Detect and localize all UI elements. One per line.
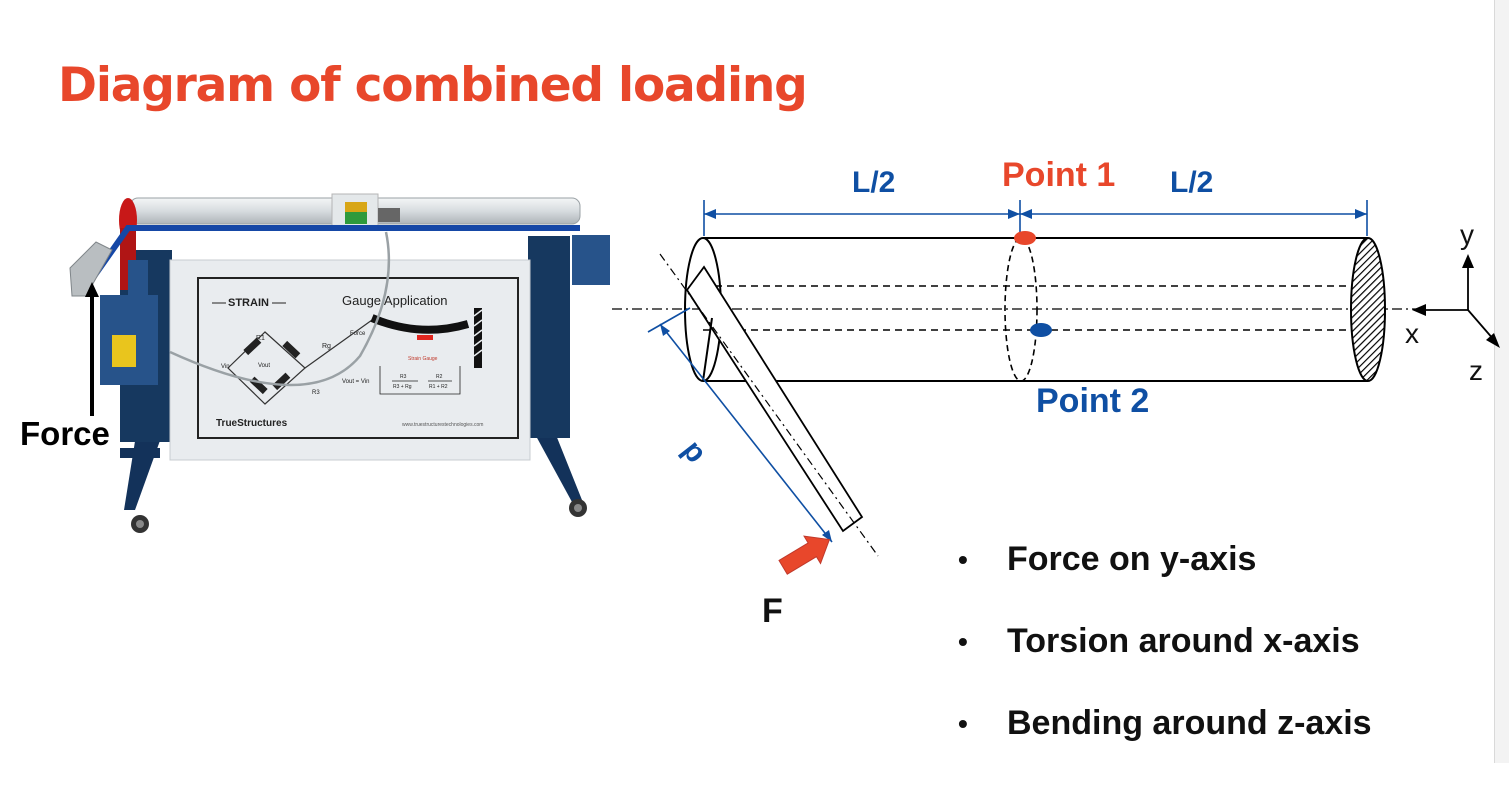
f-label: F <box>762 592 783 630</box>
resistor-r3-label: R3 <box>312 390 320 396</box>
formula-bottom-2: R1 + R2 <box>429 384 448 390</box>
vout-label: Vout <box>258 363 270 369</box>
website-label: www.truestructurestechnologies.com <box>402 422 483 428</box>
sensor-cable <box>169 231 391 387</box>
lever-arm <box>69 241 113 297</box>
formula-top-2: R2 <box>436 374 443 380</box>
formula-label: Vout = Vin <box>342 379 369 385</box>
point-2-label: Point 2 <box>1036 382 1149 420</box>
dimension-d <box>659 323 833 543</box>
brand-label: TrueStructures <box>216 418 288 429</box>
force-small-label: Force <box>350 331 366 337</box>
dimension-left-label: L/2 <box>852 166 895 199</box>
point-1-marker <box>1014 231 1036 245</box>
axis-x-label: x <box>1405 318 1419 349</box>
dimension-right-label: L/2 <box>1170 166 1213 199</box>
strain-gauge-small-label: Strain Gauge <box>408 356 438 362</box>
point-2-marker <box>1030 323 1052 337</box>
bullet-text: Force on y-axis <box>1007 540 1257 578</box>
bullet-dot: • <box>958 708 968 739</box>
formula-bottom-1: R3 + Rg <box>393 384 412 390</box>
d-label: d <box>673 436 710 471</box>
apparatus-photo: STRAIN Gauge Application R1 Rg R3 Vout V… <box>20 193 610 533</box>
mid-section <box>1004 237 1038 382</box>
frame-legs <box>120 425 587 533</box>
right-stand <box>528 236 570 438</box>
loading-diagram: L/2 L/2 Point 1 Point 2 d F y x z <box>612 156 1500 630</box>
panel-heading-application: Gauge Application <box>342 293 448 308</box>
fixed-end-hatched <box>1350 237 1386 382</box>
resistor-r1-label: R1 <box>256 335 265 342</box>
panel-heading-strain: STRAIN <box>228 297 269 309</box>
instruction-panel <box>169 259 531 461</box>
formula-top-1: R3 <box>400 374 407 380</box>
axis-z-label: z <box>1469 355 1483 386</box>
force-label: Force <box>20 415 110 452</box>
lever-arm-bar <box>685 265 864 533</box>
slide-scroll-edge <box>1494 0 1509 763</box>
slide-title: Diagram of combined loading <box>58 58 808 113</box>
panel-cantilever <box>370 314 470 334</box>
right-motor <box>572 235 610 285</box>
bullet-text: Bending around z-axis <box>1007 704 1372 742</box>
vin-label: Vin <box>221 364 230 370</box>
bullet-dot: • <box>958 626 968 657</box>
bullet-text: Torsion around x-axis <box>1007 622 1360 660</box>
axis-y-label: y <box>1460 219 1474 250</box>
point-1-label: Point 1 <box>1002 156 1115 194</box>
resistor-rg-label: Rg <box>322 343 331 350</box>
bullet-dot: • <box>958 544 968 575</box>
force-f-arrow <box>778 535 831 575</box>
